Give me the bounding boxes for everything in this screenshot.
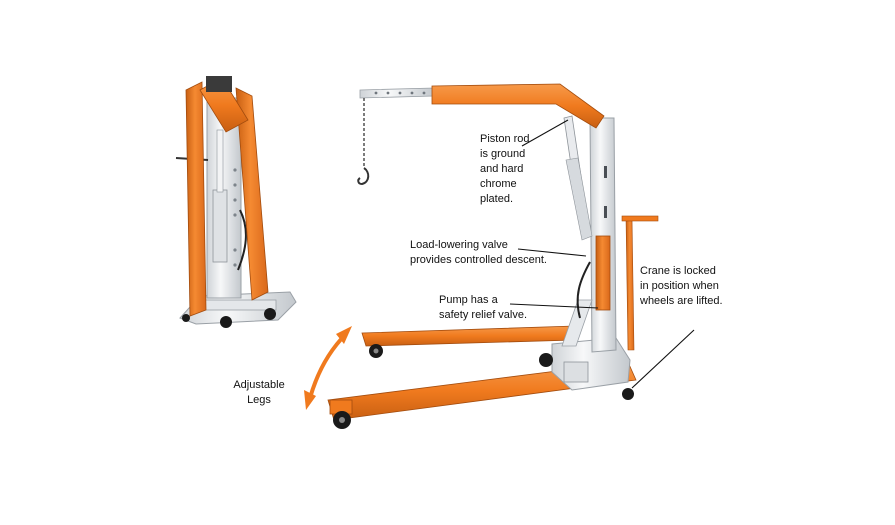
- folded-leg-right: [235, 87, 269, 301]
- boom-holes: [374, 91, 426, 95]
- folded-crane: [175, 76, 297, 328]
- mast-brace: [561, 299, 593, 347]
- boom: [431, 83, 605, 129]
- leader-pump: [509, 303, 599, 309]
- rear-leg-wheel-hub: [373, 348, 379, 354]
- legs-arrow-head-top: [336, 326, 352, 344]
- legs-arrow-head-bottom: [304, 390, 316, 410]
- legs-arrow-arc: [308, 332, 348, 399]
- hydraulic-cylinder: [595, 235, 611, 311]
- main-crane: [327, 83, 659, 429]
- folded-leg-left: [185, 81, 207, 317]
- folded-wheel-1: [220, 316, 232, 328]
- base-wheel-left: [539, 353, 553, 367]
- hydraulic-hose: [576, 261, 591, 319]
- mast: [589, 117, 617, 353]
- base-wheel-right: [622, 388, 634, 400]
- folded-mast-holes: [233, 168, 237, 267]
- folded-cylinder-rod: [216, 129, 224, 193]
- front-leg-wheel-hub: [339, 417, 345, 423]
- pump-handle-grip: [621, 215, 659, 222]
- label-load-lowering-valve: Load-lowering valve provides controlled …: [410, 239, 547, 266]
- rear-leg: [361, 325, 576, 347]
- label-pump: Pump has a safety relief valve.: [439, 294, 528, 321]
- label-adjustable-legs: Adjustable Legs: [233, 379, 285, 406]
- callout-lines: [509, 119, 695, 389]
- hook: [357, 167, 370, 186]
- folded-cylinder: [212, 189, 228, 263]
- adjustable-legs-arrow: [304, 326, 352, 410]
- folded-wheel-3: [182, 314, 190, 322]
- folded-top-block: [206, 76, 232, 92]
- piston-rod-sleeve: [565, 157, 593, 241]
- leader-crane-locked: [631, 329, 695, 389]
- label-piston-rod: Piston rod is ground and hard chrome pla…: [480, 133, 530, 205]
- folded-hose: [237, 209, 247, 271]
- label-crane-locked: Crane is locked in position when wheels …: [640, 265, 723, 307]
- base-block: [563, 361, 589, 383]
- folded-base-rail: [195, 299, 277, 311]
- folded-wheel-2: [264, 308, 276, 320]
- leader-load-lowering-valve: [517, 248, 587, 257]
- leader-piston-rod: [521, 119, 569, 147]
- pump-handle-bar: [625, 217, 635, 351]
- mast-slots: [604, 166, 607, 218]
